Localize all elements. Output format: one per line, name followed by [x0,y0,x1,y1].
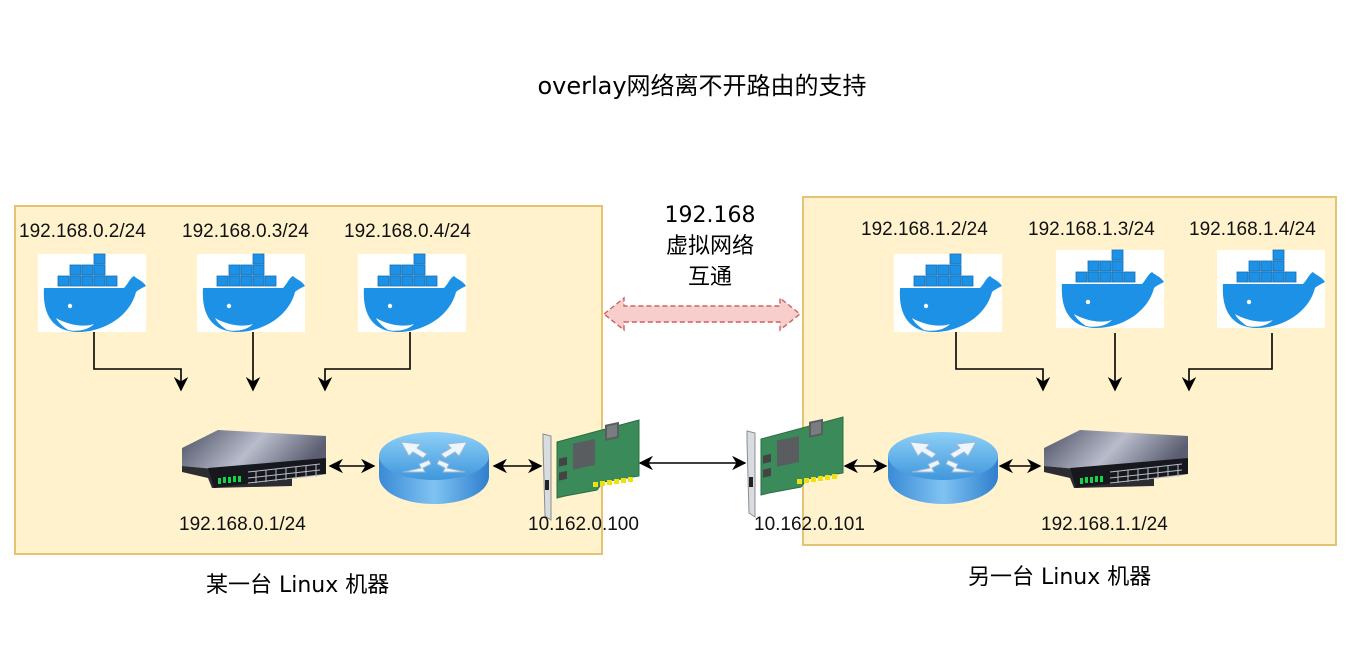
docker-icon [358,253,467,333]
container-to-switch-link [317,332,411,392]
container-to-switch-link [955,332,1051,392]
router-icon [378,430,490,509]
docker-icon [38,253,147,333]
container-to-switch-link [93,332,189,392]
host-label: 另一台 Linux 机器 [968,565,1152,590]
host-label: 某一台 Linux 机器 [206,573,390,598]
nic-ip: 10.162.0.101 [754,514,865,535]
docker-icon [894,253,1003,333]
overlay-label: 192.168 虚拟网络 互通 [640,200,780,293]
container-ip: 192.168.0.3/24 [182,221,309,242]
switch-icon [178,426,328,497]
overlay-virtual-link-arrow [602,296,802,332]
container-ip: 192.168.0.4/24 [344,221,471,242]
docker-icon [1056,249,1165,329]
diagram-title: overlay网络离不开路由的支持 [537,72,867,100]
nic-card-icon [746,416,844,522]
overlay-label-line: 互通 [687,265,732,290]
switch-icon [1040,426,1190,497]
nic-ip: 10.162.0.100 [528,514,639,535]
container-to-switch-link [1181,333,1273,392]
switch-ip: 192.168.0.1/24 [179,514,306,535]
overlay-label-line: 虚拟网络 [665,234,754,259]
container-ip: 192.168.0.2/24 [19,221,146,242]
nic-card-icon [542,419,640,525]
switch-ip: 192.168.1.1/24 [1041,514,1168,535]
container-ip: 192.168.1.2/24 [861,219,988,240]
container-ip: 192.168.1.4/24 [1189,219,1316,240]
container-ip: 192.168.1.3/24 [1028,219,1155,240]
router-icon [887,430,999,509]
docker-icon [197,253,306,333]
docker-icon [1217,249,1326,329]
overlay-label-line: 192.168 [664,203,756,228]
